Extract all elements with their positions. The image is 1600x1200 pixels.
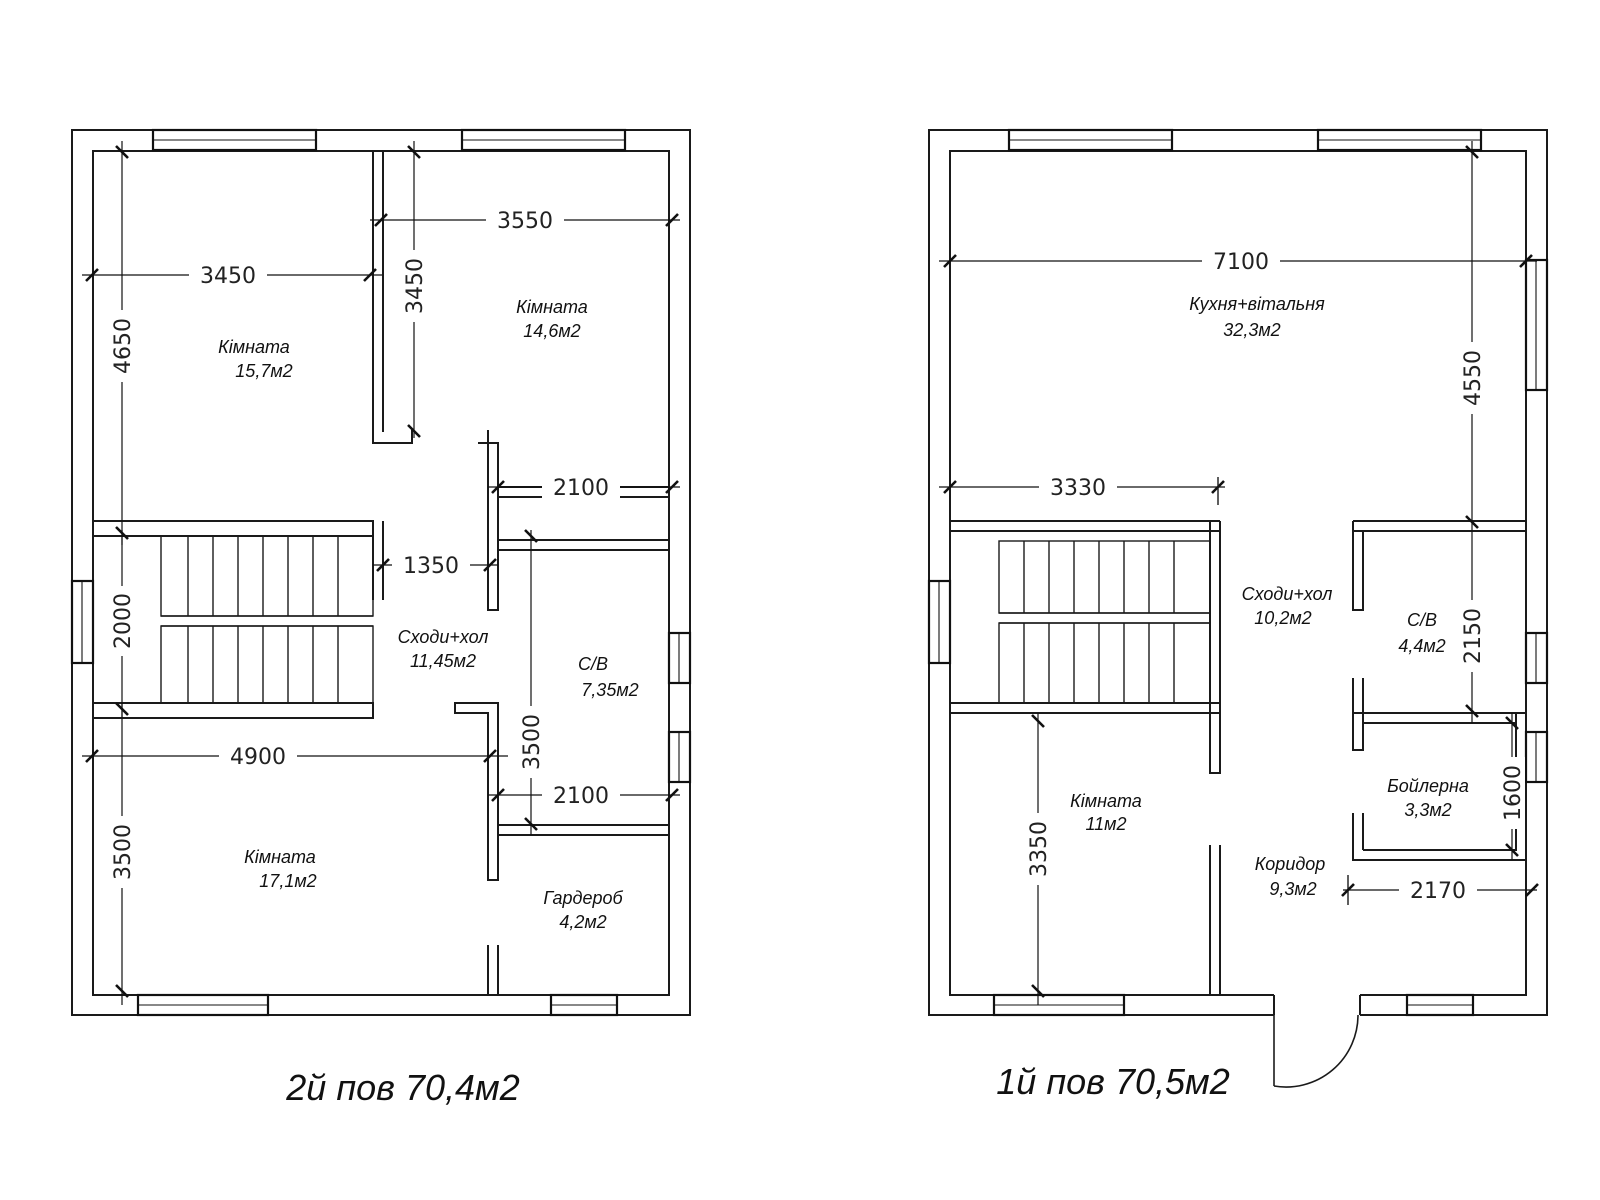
dim-label: 2170: [1410, 879, 1466, 904]
dim-label: 3330: [1050, 476, 1106, 501]
dim-label: 2100: [553, 476, 609, 501]
room-name: Кімната: [244, 847, 316, 867]
floor-2-title: 2й пов 70,4м2: [285, 1067, 519, 1108]
entrance-door: [1273, 1014, 1359, 1088]
dim-label: 3450: [200, 264, 256, 289]
room-name: Сходи+хол: [1242, 584, 1333, 604]
room-name: Бойлерна: [1387, 776, 1469, 796]
room-name: С/В: [1407, 610, 1437, 630]
room-area: 9,3м2: [1269, 879, 1316, 899]
floor-2-dimension-lines: [82, 141, 680, 1005]
room-name: С/В: [578, 654, 608, 674]
floor-1-stairs: [998, 540, 1211, 704]
dim-label: 1350: [403, 554, 459, 579]
floor-2-windows: [70, 128, 692, 1017]
room-area: 4,4м2: [1398, 636, 1445, 656]
floor-2-plan: 3450 3550 4650 3450 2100 1350 2000 4900 …: [70, 128, 692, 1108]
floor-2-room-labels: Кімната 15,7м2 Кімната 14,6м2 Сходи+хол …: [218, 297, 639, 932]
dim-label: 3500: [520, 714, 545, 770]
dim-label: 4550: [1461, 350, 1486, 406]
room-area: 32,3м2: [1223, 320, 1280, 340]
dim-label: 3350: [1027, 821, 1052, 877]
dim-label: 7100: [1213, 250, 1269, 275]
room-name: Кімната: [218, 337, 290, 357]
room-area: 4,2м2: [559, 912, 606, 932]
room-name: Сходи+хол: [398, 627, 489, 647]
dim-label: 2100: [553, 784, 609, 809]
floor-1-interior-walls: [950, 520, 1526, 995]
floor-1-plan: 7100 4550 3330 2150 1600 3350 2170 Кухня…: [927, 128, 1549, 1102]
floor-2-interior-walls: [93, 151, 669, 995]
room-area: 11м2: [1085, 814, 1126, 834]
room-area: 17,1м2: [259, 871, 316, 891]
room-area: 14,6м2: [523, 321, 580, 341]
floor-1-dimension-labels: 7100 4550 3330 2150 1600 3350 2170: [1025, 248, 1526, 904]
floor-2-exterior-wall: [71, 129, 691, 1016]
floor-1-windows: [927, 128, 1549, 1017]
room-area: 11,45м2: [410, 651, 476, 671]
dim-label: 4650: [111, 318, 136, 374]
floor-2-stairs: [160, 535, 374, 704]
floor-1-room-labels: Кухня+вітальня 32,3м2 Сходи+хол 10,2м2 С…: [1070, 294, 1469, 899]
floor-1-title: 1й пов 70,5м2: [996, 1061, 1229, 1102]
room-name: Кімната: [516, 297, 588, 317]
dim-label: 2150: [1461, 608, 1486, 664]
room-area: 15,7м2: [235, 361, 292, 381]
dim-label: 3550: [497, 209, 553, 234]
dim-label: 2000: [111, 593, 136, 649]
dim-label: 1600: [1501, 765, 1526, 821]
room-name: Кухня+вітальня: [1189, 294, 1325, 314]
room-name: Коридор: [1255, 854, 1326, 874]
room-area: 3,3м2: [1404, 800, 1451, 820]
floor-2-dimension-labels: 3450 3550 4650 3450 2100 1350 2000 4900 …: [109, 207, 620, 888]
dim-label: 4900: [230, 745, 286, 770]
room-name: Кімната: [1070, 791, 1142, 811]
room-area: 10,2м2: [1254, 608, 1311, 628]
room-name: Гардероб: [543, 888, 623, 908]
room-area: 7,35м2: [581, 680, 638, 700]
dim-label: 3500: [111, 824, 136, 880]
dim-label: 3450: [403, 258, 428, 314]
